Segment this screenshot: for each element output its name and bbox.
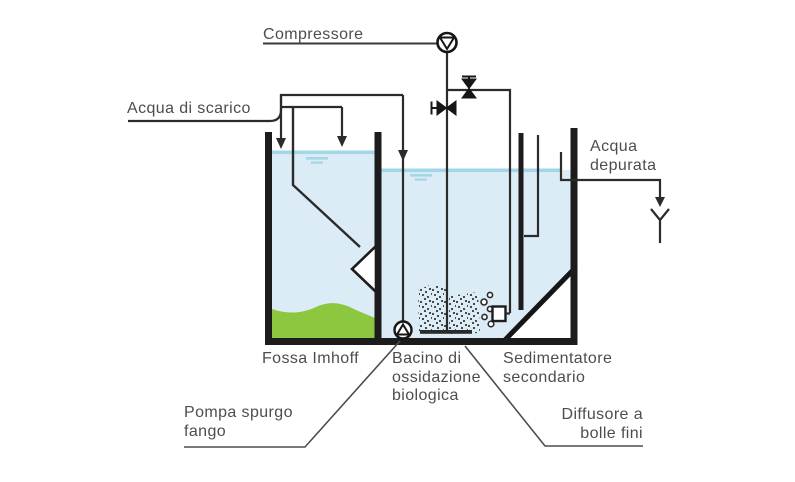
effluent-outlet: [559, 152, 670, 243]
coarse-diffuser-bar: [420, 330, 472, 334]
label-diffusore: Diffusore a bolle fini: [561, 406, 643, 442]
label-acqua-di-scarico: Acqua di scarico: [127, 100, 251, 117]
bubble-cloud: [418, 284, 480, 334]
inlet-arrow: [337, 136, 347, 147]
outlet-arrow: [655, 197, 665, 207]
pump-icon: [393, 320, 413, 340]
inlet-arrow: [398, 150, 408, 161]
label-bacino-ossidazione: Bacino di ossidazione biologica: [392, 350, 481, 404]
sludge-layer: [272, 303, 375, 338]
label-fossa-imhoff: Fossa Imhoff: [262, 350, 359, 367]
imhoff-slot-notch: [350, 242, 378, 296]
sedimentator-inner-pipe: [524, 135, 540, 238]
leader-lines: [184, 340, 643, 448]
tank-walls: [265, 128, 578, 345]
pump-leader: [184, 340, 401, 448]
label-acqua-depurata: Acqua depurata: [590, 138, 657, 174]
compressor-icon: [263, 31, 458, 54]
diffuser-leader: [464, 345, 643, 447]
water-level-tick: [306, 157, 328, 160]
valve-main-icon: [430, 100, 457, 116]
sedimentator-hopper: [502, 265, 578, 343]
label-sedimentatore: Sedimentatore secondario: [503, 350, 613, 386]
sedimentator-baffle: [518, 133, 524, 310]
water-level-tick: [410, 174, 432, 177]
label-compressore: Compressore: [263, 26, 364, 43]
inlet-piping: [128, 93, 405, 322]
valve-branch-icon: [461, 75, 477, 99]
drain-icon: [650, 208, 670, 243]
label-pompa-spurgo: Pompa spurgo fango: [184, 404, 293, 440]
fine-bubble-diffuser-icon: [480, 291, 510, 328]
inlet-arrow: [276, 138, 286, 149]
